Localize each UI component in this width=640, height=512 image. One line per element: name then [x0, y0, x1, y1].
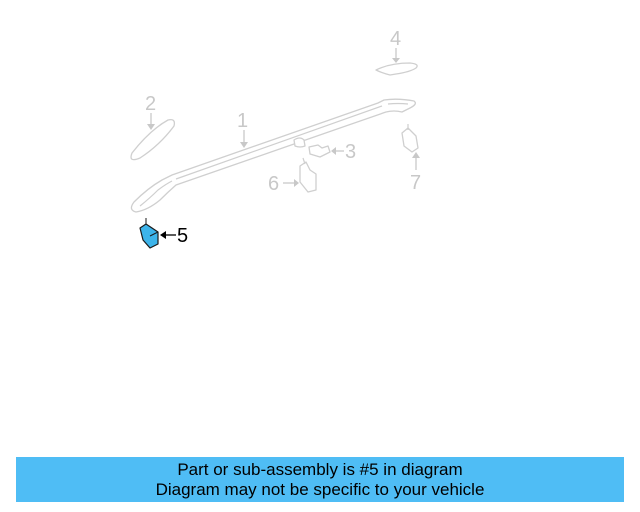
part-1-roof-rail[interactable]: [130, 98, 416, 213]
part-7-support[interactable]: [401, 124, 419, 153]
parts-diagram: 4 2 1 3 6 7: [130, 28, 421, 249]
part-6-bracket[interactable]: [299, 157, 317, 193]
callout-4: 4: [390, 28, 401, 50]
part-3-clip[interactable]: [308, 144, 331, 158]
rail-nut: [293, 137, 306, 148]
callout-1: 1: [237, 110, 248, 132]
info-banner: Part or sub-assembly is #5 in diagram Di…: [16, 457, 624, 502]
part-5-highlighted[interactable]: [139, 218, 159, 249]
callout-6: 6: [268, 173, 279, 195]
part-2-end-cover[interactable]: [130, 118, 176, 161]
part-4-cover[interactable]: [375, 62, 418, 76]
callout-7: 7: [410, 172, 421, 194]
banner-part-note: Part or sub-assembly is #5 in diagram: [177, 460, 463, 479]
callout-3: 3: [345, 141, 356, 163]
banner-disclaimer: Diagram may not be specific to your vehi…: [155, 480, 485, 499]
callout-2: 2: [145, 93, 156, 115]
callout-5: 5: [177, 225, 188, 247]
